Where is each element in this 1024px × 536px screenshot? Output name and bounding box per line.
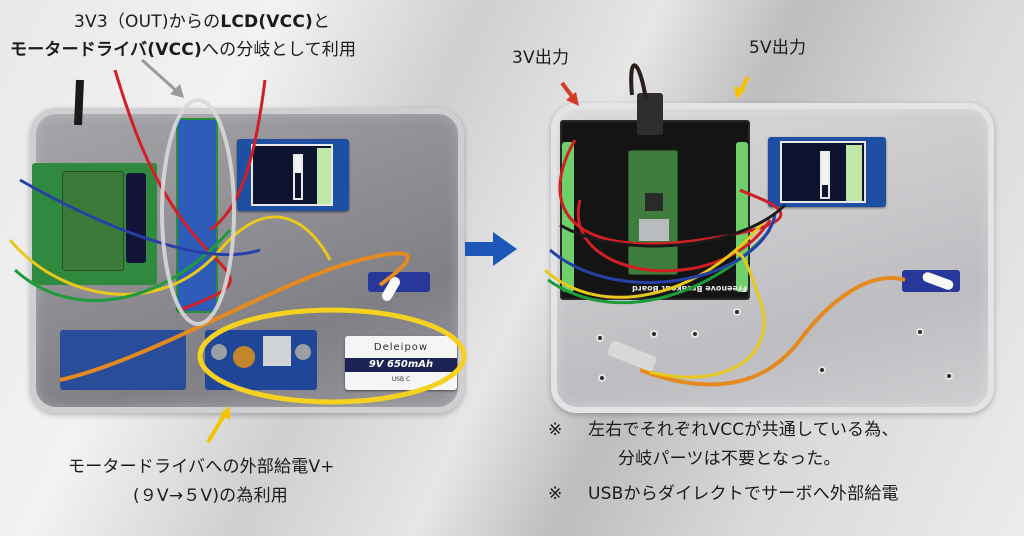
capacitor-1 — [211, 344, 227, 360]
right-lcd-header — [846, 145, 862, 201]
left-caption-top-line2: モータードライバ(VCC)への分岐として利用 — [10, 40, 357, 60]
tray-hole — [650, 330, 658, 338]
usb-cable-plug — [637, 93, 663, 135]
left-caption-top-line1: 3V3（OUT)からのLCD(VCC)と — [74, 12, 331, 32]
tray-hole — [916, 328, 924, 336]
tray-hole — [691, 330, 699, 338]
tray-hole — [818, 366, 826, 374]
battery-9v: Deleipow 9V 650mAh USB C — [345, 336, 457, 390]
right-servo — [902, 270, 960, 292]
right-lcd-module — [768, 137, 886, 207]
battery-brand: Deleipow — [373, 342, 429, 353]
note-2-line1: USBからダイレクトでサーボへ外部給電 — [588, 484, 899, 504]
tray-hole — [733, 308, 741, 316]
arrow-5v-output — [738, 76, 750, 93]
heatsink — [263, 336, 291, 366]
gray-pointer-arrowhead — [170, 84, 184, 98]
tray-hole — [598, 374, 606, 382]
yellow-pointer-arrow — [206, 410, 228, 444]
led-strip — [126, 173, 146, 263]
left-lcd-module — [237, 139, 349, 211]
callout-3v-output: 3V出力 — [512, 48, 570, 68]
arrow-5v-output-head — [734, 86, 746, 99]
right-arrow-icon — [465, 232, 517, 266]
terminal-block — [176, 118, 218, 313]
arrow-3v-output — [560, 81, 576, 101]
battery-label: 9V 650mAh — [345, 358, 457, 372]
gray-pointer-arrow — [140, 58, 182, 96]
terminal-strip-left — [562, 142, 574, 292]
note-1-mark: ※ — [548, 420, 563, 440]
inductor — [233, 346, 255, 368]
pwm-driver-board — [60, 330, 186, 390]
left-lcd-screen — [251, 144, 333, 206]
note-1-line1: 左右でそれぞれVCCが共通している為、 — [588, 420, 899, 440]
note-2-mark: ※ — [548, 484, 563, 504]
buck-converter — [205, 330, 317, 390]
note-1-line2: 分岐パーツは不要となった。 — [618, 449, 841, 469]
freenove-board-label: Freenove Breakout Board — [632, 284, 747, 293]
right-lcd-gauge — [820, 151, 830, 199]
pico-wifi-shield — [639, 219, 669, 241]
pico-chip — [645, 193, 663, 211]
right-lcd-screen — [780, 141, 866, 203]
freenove-breakout-board: Freenove Breakout Board — [560, 120, 750, 300]
capacitor-2 — [295, 344, 311, 360]
callout-5v-output: 5V出力 — [749, 38, 807, 58]
left-lcd-gauge — [293, 154, 303, 200]
left-caption-bottom-line2: (９V→５V)の為利用 — [133, 486, 288, 506]
left-lcd-header — [317, 148, 331, 204]
left-controller-board — [32, 163, 157, 285]
pico-w-module — [628, 150, 678, 275]
terminal-strip-right — [736, 142, 748, 292]
right-servo-horn — [921, 270, 955, 292]
tray-hole — [596, 334, 604, 342]
left-servo — [368, 272, 430, 303]
pico-module — [62, 171, 124, 271]
left-caption-bottom-line1: モータードライバへの外部給電V+ — [68, 457, 335, 477]
battery-port-label: USB C — [391, 376, 411, 383]
tray-hole — [945, 372, 953, 380]
